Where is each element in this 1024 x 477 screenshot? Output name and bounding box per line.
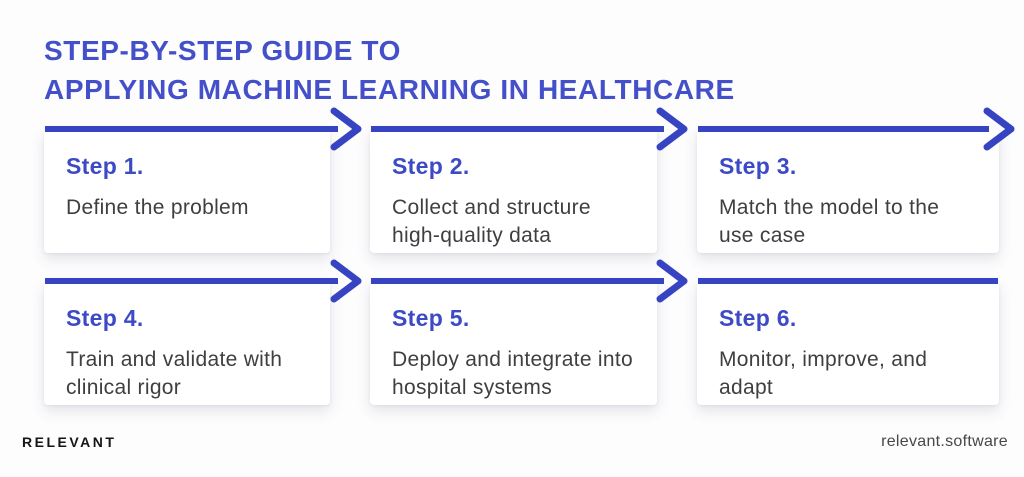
step-label: Step 5. <box>392 305 470 331</box>
step-description: Define the problem <box>66 196 249 219</box>
footer: RELEVANT relevant.software <box>22 433 1008 451</box>
brand-logo: RELEVANT <box>22 434 117 450</box>
step-cell-3: Step 3. Match the model to the use case <box>697 107 1015 253</box>
step-label: Step 1. <box>66 153 144 179</box>
step-label: Step 4. <box>66 305 144 331</box>
title-line-1: STEP-BY-STEP GUIDE TO <box>44 35 401 66</box>
step-card: Step 4. Train and validate with clinical… <box>44 281 330 405</box>
step-card: Step 5. Deploy and integrate into hospit… <box>370 281 657 405</box>
website-text: relevant.software <box>881 433 1008 450</box>
step-description: Train and validate with clinical rigor <box>66 348 283 399</box>
step-card: Step 1. Define the problem <box>44 129 330 253</box>
step-cell-2: Step 2. Collect and structure high-quali… <box>370 107 688 253</box>
step-label: Step 2. <box>392 153 470 179</box>
steps-grid: Step 1. Define the problem Step 2. Colle… <box>44 107 1015 405</box>
step-cell-6: Step 6. Monitor, improve, and adapt <box>697 278 999 405</box>
step-card: Step 2. Collect and structure high-quali… <box>370 129 657 253</box>
step-description: Monitor, improve, and adapt <box>719 348 928 399</box>
step-description: Match the model to the use case <box>719 196 940 247</box>
step-label: Step 6. <box>719 305 797 331</box>
title-line-2: APPLYING MACHINE LEARNING IN HEALTHCARE <box>44 74 735 105</box>
step-card: Step 6. Monitor, improve, and adapt <box>697 281 999 405</box>
step-cell-1: Step 1. Define the problem <box>44 107 362 253</box>
page-title: STEP-BY-STEP GUIDE TO APPLYING MACHINE L… <box>44 31 735 109</box>
step-card: Step 3. Match the model to the use case <box>697 129 999 253</box>
step-description: Deploy and integrate into hospital syste… <box>392 348 633 399</box>
step-label: Step 3. <box>719 153 797 179</box>
step-cell-5: Step 5. Deploy and integrate into hospit… <box>370 259 688 405</box>
step-description: Collect and structure high-quality data <box>392 196 591 247</box>
step-cell-4: Step 4. Train and validate with clinical… <box>44 259 362 405</box>
